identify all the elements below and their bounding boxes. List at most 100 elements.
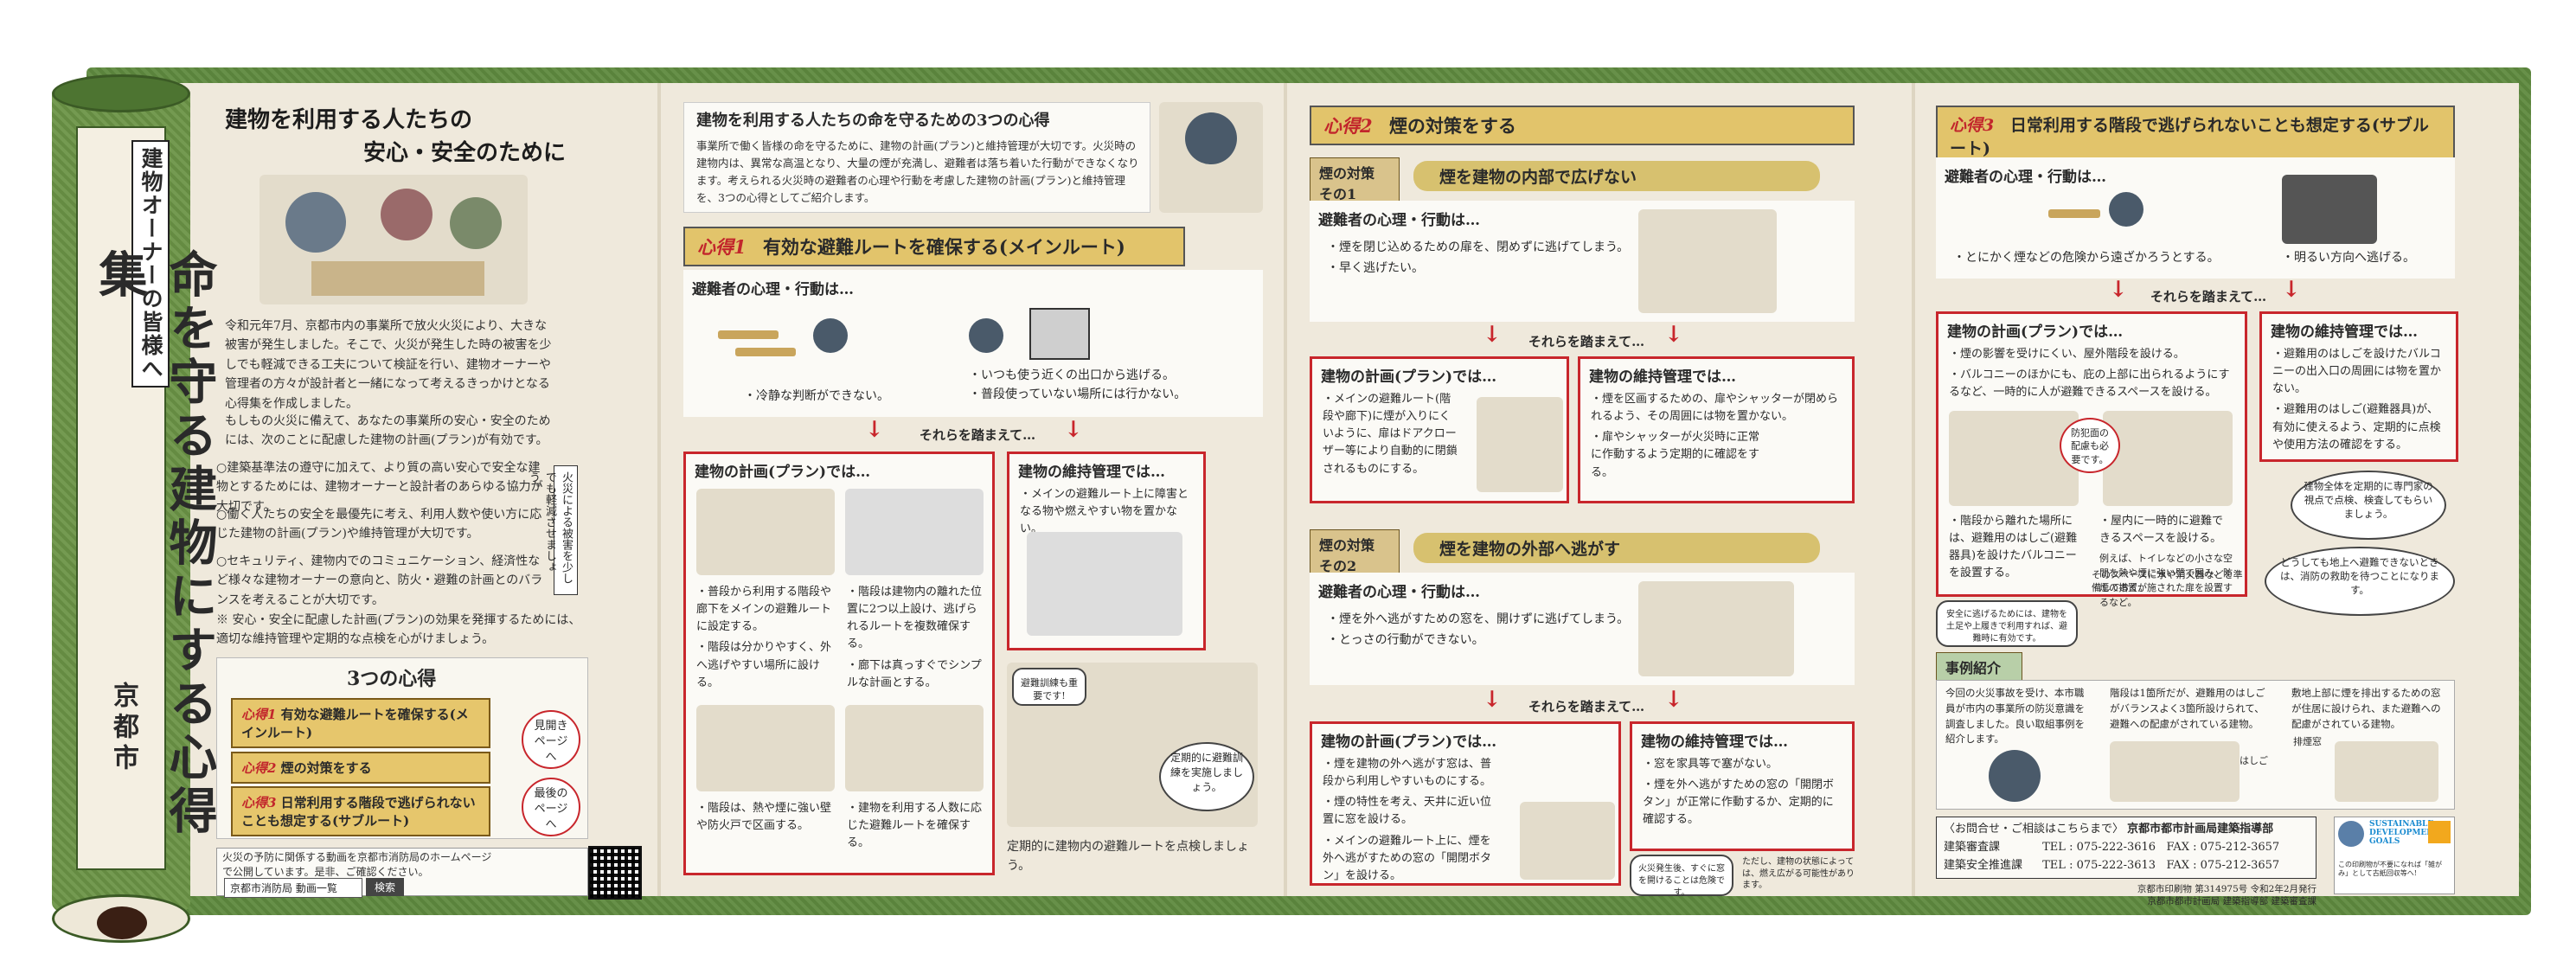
cover-city: 京都市 — [108, 682, 138, 775]
arrow-down-icon: ↓ — [1064, 417, 1083, 443]
psych-title-2: 避難者の心理・行動は… — [1318, 584, 1480, 601]
case-item-2: 敷地上部に煙を排出するための窓が住居に設けられ、また避難への配慮がされている建物… — [2291, 687, 2441, 730]
fire-video-box: 火災の予防に関係する動画を京都市消防局のホームページで公開しています。是非、ご確… — [216, 848, 588, 898]
inspector-icon — [1989, 750, 2041, 802]
search-input[interactable]: 京都市消防局 動画一覧 — [224, 878, 362, 898]
sdg-text: SUSTAINABLE DEVELOPMENT GOALS — [2369, 820, 2440, 846]
psych-item-2a: ・いつも使う近くの出口から逃げる。 — [969, 368, 1175, 382]
character-icon — [450, 197, 502, 249]
intro-illustration — [260, 175, 528, 304]
plan-smoke-2c: ・メインの避難ルート上に、煙を外へ逃がすための窓の「開閉ボタン」を設ける。 — [1323, 834, 1492, 882]
inspection-bubble: 建物全体を定期的に専門家の視点で点検、検査してもらいましょう。 — [2291, 471, 2446, 540]
floor-plan-illustration — [845, 489, 984, 575]
samurai-illustration — [1159, 102, 1263, 213]
three-rules-box: 建物を利用する人たちの命を守るための3つの心得 事業所で働く皆様の命を守るために… — [683, 102, 1150, 213]
kokoroe-3-link[interactable]: 心得3 日常利用する階段で逃げられないことも想定する(サブルート) — [231, 786, 490, 836]
arrow-down-icon: ↓ — [2109, 277, 2128, 303]
contact-row2-tel[interactable]: TEL : 075-222-3613 — [2042, 858, 2156, 872]
intro-note: ※ 安心・安全に配慮した計画(プラン)の効果を発揮するためには、適切な維持管理や… — [216, 613, 581, 647]
plan-box: 建物の計画(プラン)では… ・普段から利用する階段や廊下をメインの避難ルートに設… — [683, 452, 995, 875]
kokoroe-1-text: 有効な避難ルートを確保する(メインルート) — [241, 707, 469, 740]
plan-title: 建物の計画(プラン)では… — [695, 464, 871, 481]
ladder-label: はしご — [2240, 755, 2268, 766]
maint-sub-2: ・避難用のはしご(避難器具)が、有効に使えるよう、定期的に点検や使用方法の確認を… — [2272, 403, 2441, 452]
plan-sub-4: ・屋内に一時的に避難できるスペースを設ける。 — [2099, 515, 2224, 546]
drill-bubble: 避難訓練も重要です! — [1012, 668, 1086, 706]
fire-warning-bubble: 火災発生後、すぐに窓を開けることは危険です。 — [1630, 855, 1733, 898]
maint-smoke-4: ・煙を外へ逃がすための窓の「開閉ボタン」が正常に作動するか、定期的に確認する。 — [1643, 778, 1835, 827]
plan-sub-2: ・バルコニーのほかにも、庇の上部に出られるようにするなど、一時的に人が避難できる… — [1949, 368, 2230, 400]
contact-row2-name: 建築安全推進課 — [1944, 858, 2023, 872]
plan-item-3: ・階段は建物内の離れた位置に2つ以上設け、逃げられるルートを複数確保する。 — [847, 586, 983, 651]
intro-bullet-3: ○セキュリティ、建物内でのコミュニケーション、経済性など様々な建物オーナーの意向… — [216, 554, 543, 607]
maint-item-1: ・メインの避難ルート上に障害となる物や燃えやすい物を置かない。 — [1020, 488, 1189, 536]
then-label: それらを踏まえて… — [919, 427, 1036, 443]
window-illustration — [1638, 581, 1794, 676]
maint-sub-1: ・避難用のはしごを設けたバルコニーの出入口の周囲には物を置かない。 — [2272, 348, 2442, 396]
plan-box-2: 建物の計画(プラン)では… ・煙を建物の外へ逃がす窓は、普段から利用しやすいもの… — [1310, 721, 1621, 886]
maint-item-2: 定期的に建物内の避難ルートを点検しましょう。 — [1007, 840, 1249, 874]
psych-band: 避難者の心理・行動は… ・冷静な判断ができない。 ・いつも使う近くの出口から逃げ… — [683, 270, 1263, 417]
qr-code[interactable] — [588, 846, 642, 900]
arrow-down-icon: ↓ — [1664, 322, 1683, 348]
maint-title-2: 建物の維持管理では… — [1641, 733, 1788, 751]
case-item-1: 階段は1箇所だが、避難用のはしごがバランスよく3箇所設けられて、避難への配慮がさ… — [2110, 687, 2265, 730]
intro-paragraph-2: もしもの火災に備えて、あなたの事業所の安心・安全のためには、次のことに配慮した建… — [225, 414, 551, 448]
smoke-tag-1: 煙の対策 その1 — [1310, 157, 1400, 208]
print-note-1: 京都市印刷物 第314975号 令和2年2月発行 — [2137, 884, 2316, 894]
psych-item-2a: ・煙を外へ逃がすための窓を、開けずに逃げてしまう。 — [1327, 612, 1630, 626]
kokoroe-1-link[interactable]: 心得1 有効な避難ルートを確保する(メインルート) — [231, 698, 490, 748]
plan-item-5: ・階段は、熱や煙に強い壁や防火戸で区画する。 — [696, 802, 832, 833]
arrow-down-icon: ↓ — [2282, 277, 2301, 303]
roller-top — [52, 74, 190, 112]
window-button-illustration — [1520, 802, 1615, 880]
plan-item-4: ・廊下は真っすぐでシンプルな計画とする。 — [847, 658, 982, 689]
then-label-2: それらを踏まえて… — [1528, 699, 1645, 714]
intro-bullet-1: ○建築基準法の遵守に加えて、より質の高い安心で安全な建物とするためには、建物オー… — [216, 461, 543, 514]
maint-box-2: 建物の維持管理では… ・窓を家具等で塞がない。 ・煙を外へ逃がすための窓の「開閉… — [1630, 721, 1855, 851]
contact-title: 〈お問合せ・ご相談はこちらまで〉 — [1944, 823, 2124, 836]
contact-row1-tel[interactable]: TEL : 075-222-3616 — [2042, 840, 2156, 854]
plan-title-2: 建物の計画(プラン)では… — [1321, 733, 1497, 751]
kokoroe-3-num: 心得3 — [1950, 116, 1995, 135]
closer-door-illustration — [1477, 397, 1563, 492]
arrow-down-icon: ↓ — [1483, 687, 1502, 713]
plan-sub-5: 例えば、トイレなどの小さな空間を熱や煙に強い壁で囲み、防煙の措置が施された扉を設… — [2099, 553, 2233, 609]
intro-heading-1: 建物を利用する人たちの — [225, 107, 473, 133]
smoke-tag-2: 煙の対策 その2 — [1310, 529, 1400, 580]
door-illustration — [1638, 209, 1777, 313]
arrow-down-icon: ↓ — [1664, 687, 1683, 713]
roller-knob — [97, 906, 147, 939]
kokoroe-2-title: 煙の対策をする — [1388, 115, 1516, 137]
contact-row1-name: 建築審査課 — [1944, 840, 2001, 854]
kokoroe-2-link[interactable]: 心得2 煙の対策をする — [231, 752, 490, 784]
contact-row1-fax: FAX : 075-212-3657 — [2166, 840, 2280, 854]
then-label-1: それらを踏まえて… — [1528, 334, 1645, 349]
plan-smoke-1: ・メインの避難ルート(階段や廊下)に煙が入りにくいように、扉はドアクローザー等に… — [1323, 393, 1458, 476]
psych-item-3b: ・明るい方向へ逃げる。 — [2282, 251, 2415, 265]
security-badge: 防犯面の配慮も必要です。 — [2060, 418, 2120, 473]
smoke-window-illustration — [2335, 741, 2438, 802]
search-button[interactable]: 検索 — [366, 878, 405, 896]
title-strip: 建物オーナーの皆様へ 命を守る建物にする心得集 京都市 — [76, 126, 218, 870]
kokoroe-3-header: 心得3 日常利用する階段で逃げられないことも想定する(サブルート) — [1936, 106, 2455, 166]
stair-icon — [2048, 209, 2100, 218]
cover-title: 命を守る建物にする心得集 — [91, 249, 218, 839]
bright-window-illustration — [2282, 175, 2377, 244]
plan-title-1: 建物の計画(プラン)では… — [1321, 368, 1497, 386]
psych-item-2b: ・普段使っていない場所には行かない。 — [969, 388, 1187, 401]
psych-title-1: 避難者の心理・行動は… — [1318, 212, 1480, 229]
kokoroe-3-text: 日常利用する階段で逃げられないことも想定する(サブルート) — [241, 795, 476, 829]
rescue-bubble: どうしても地上へ避難できないときは、消防の救助を待つことになります。 — [2265, 547, 2455, 616]
case-title: 事例紹介 — [1936, 652, 2022, 682]
plan-sub-3: ・階段から離れた場所には、避難用のはしご(避難器具)を設けたバルコニーを設置する… — [1949, 515, 2078, 580]
intro-bullet-2: ○働く人たちの安全を最優先に考え、利用人数や使い方に応じた建物の計画(プラン)や… — [216, 508, 542, 541]
panel-kokoroe-2: 心得2 煙の対策をする 煙の対策 その1 煙を建物の内部で広げない 避難者の心理… — [1301, 106, 1898, 901]
fold-line — [1912, 83, 1915, 896]
kokoroe-2-text: 煙の対策をする — [280, 760, 372, 776]
kokoroe-1-num: 心得1 — [697, 236, 747, 258]
character-icon — [1185, 112, 1237, 164]
psych-item-1: ・冷静な判断ができない。 — [744, 389, 889, 403]
panel-kokoroe-1: 建物を利用する人たちの命を守るための3つの心得 事業所で働く皆様の命を守るために… — [675, 102, 1272, 898]
psych-band-2: 避難者の心理・行動は… ・煙を外へ逃がすための窓を、開けずに逃げてしまう。 ・と… — [1310, 573, 1855, 685]
